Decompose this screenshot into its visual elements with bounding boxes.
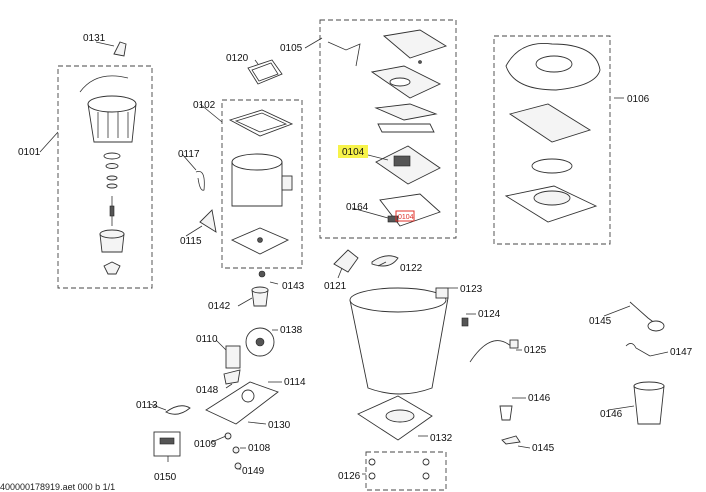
label-0110: 0110 <box>196 334 218 345</box>
part-0145-spoon-small <box>501 435 521 445</box>
part-labels: 0131 0120 0105 0101 0102 0117 0115 0104 … <box>18 33 693 483</box>
part-0143-bearing <box>251 286 269 294</box>
group-box-0126 <box>365 451 447 491</box>
label-0109: 0109 <box>194 439 217 450</box>
part-0148-clamp <box>223 369 241 385</box>
part-0146-measuring-cup <box>633 385 665 425</box>
label-0115: 0115 <box>180 236 202 247</box>
label-0132: 0132 <box>430 433 453 444</box>
part-0125-power-cord <box>469 340 515 363</box>
label-0120: 0120 <box>226 53 249 64</box>
label-0114: 0114 <box>284 377 306 388</box>
label-0101: 0101 <box>18 147 41 158</box>
label-0121: 0121 <box>324 281 347 292</box>
lid-electronics-group <box>327 29 448 227</box>
footer-document-id: 400000178919.aet 000 b 1/1 <box>0 482 115 492</box>
label-0130: 0130 <box>268 420 291 431</box>
label-0104: 0104 <box>342 147 365 158</box>
label-0123: 0123 <box>460 284 483 295</box>
part-0110-motor <box>225 345 241 369</box>
label-0149: 0149 <box>242 466 265 477</box>
housing-group <box>349 287 449 480</box>
label-0113: 0113 <box>136 400 158 411</box>
part-0114-base-plate <box>205 381 279 425</box>
label-0108: 0108 <box>248 443 271 454</box>
label-0102: 0102 <box>193 100 216 111</box>
red-marker-box <box>395 210 415 222</box>
label-0122: 0122 <box>400 263 423 274</box>
label-0124: 0124 <box>478 309 501 320</box>
label-0148: 0148 <box>196 385 219 396</box>
label-0131: 0131 <box>83 33 106 44</box>
label-0145-small: 0145 <box>532 443 555 454</box>
part-0131-kneader <box>113 41 127 57</box>
label-0147: 0147 <box>670 347 693 358</box>
bake-chamber-group <box>228 109 294 255</box>
part-0124-screw <box>461 317 469 327</box>
part-0113-belt <box>165 405 191 415</box>
part-0146-cup-small <box>499 405 513 421</box>
label-0125: 0125 <box>524 345 547 356</box>
part-0108-screw <box>232 446 240 454</box>
label-0126: 0126 <box>338 471 361 482</box>
label-0142: 0142 <box>208 301 231 312</box>
part-0149-foot <box>234 462 242 470</box>
label-0106: 0106 <box>627 94 650 105</box>
group-box-0105 <box>319 19 457 239</box>
leader-lines <box>39 37 669 475</box>
part-0122-window <box>371 255 399 267</box>
part-0120-gasket <box>247 59 283 85</box>
label-0105: 0105 <box>280 43 303 54</box>
label-0146-cup: 0146 <box>600 409 623 420</box>
part-0147-hook <box>625 343 651 357</box>
part-0117-clip <box>195 171 205 191</box>
part-0121-bracket <box>333 249 359 273</box>
highlight-0104 <box>338 145 368 158</box>
group-box-0102 <box>221 99 303 269</box>
lid-assembly-group <box>504 43 601 223</box>
group-box-0101 <box>57 65 153 289</box>
label-0143: 0143 <box>282 281 305 292</box>
red-marker-label: 0104 <box>398 214 414 221</box>
pan-assembly-group <box>79 75 137 275</box>
label-0117: 0117 <box>178 149 200 160</box>
label-0145-right: 0145 <box>589 316 612 327</box>
group-box-0106 <box>493 35 611 245</box>
label-0138: 0138 <box>280 325 303 336</box>
label-0164: 0164 <box>346 202 369 213</box>
part-0145-measuring-spoon <box>629 301 657 325</box>
label-0150: 0150 <box>154 472 177 483</box>
label-0146-small: 0146 <box>528 393 551 404</box>
part-0115-spatula <box>199 209 217 233</box>
